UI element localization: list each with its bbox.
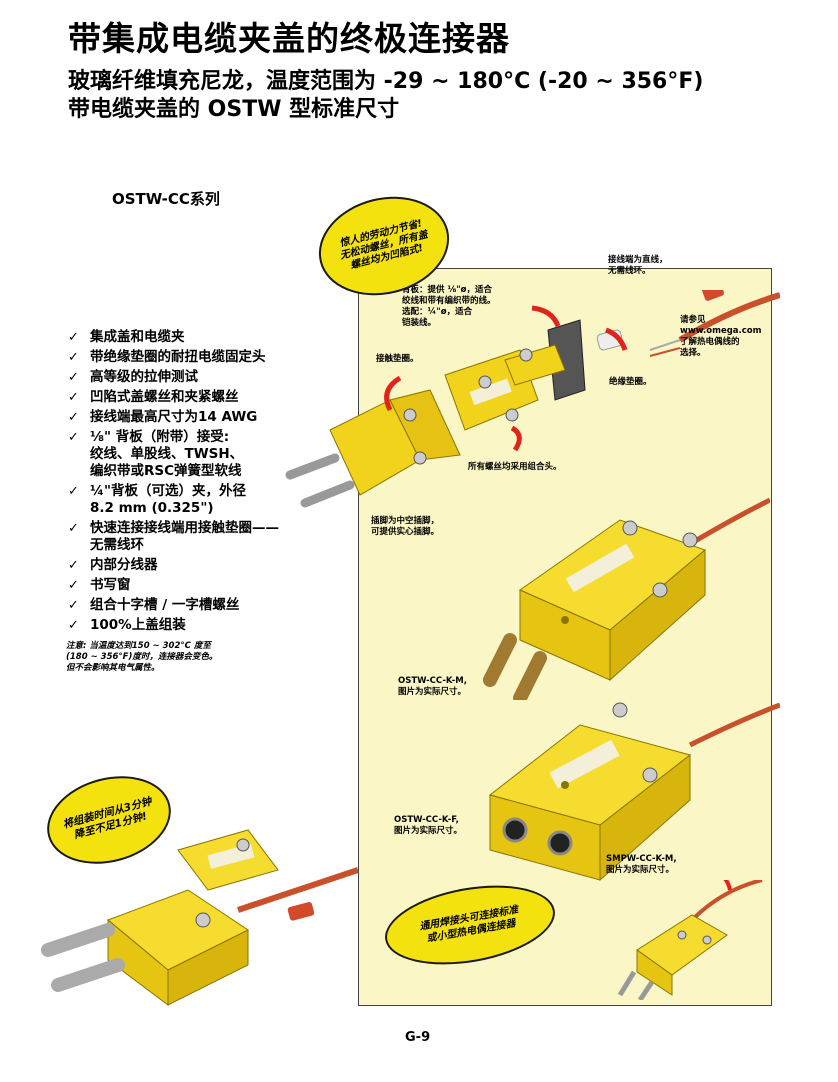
feature-item: ✓ ¼"背板（可选）夹，外径 8.2 mm (0.325") (68, 483, 338, 517)
feature-item: ✓ 凹陷式盖螺丝和夹紧螺丝 (68, 389, 338, 406)
temperature-note: 注意: 当温度达到150 ~ 302°C 度至 (180 ~ 356°F)度时，… (66, 641, 218, 673)
feature-text: 内部分线器 (90, 557, 158, 573)
callout-see-omega: 请参见 www.omega.com 了解热电偶线的 选择。 (680, 315, 762, 358)
subtitle-line-1: 玻璃纤维填充尼龙，温度范围为 -29 ~ 180°C (-20 ~ 356°F) (68, 69, 704, 94)
check-icon: ✓ (68, 578, 79, 593)
callout-backplate: 背板：提供 ⅛"ø，适合 绞线和带有编织带的线。 选配：¼"ø，适合 铠装线。 (402, 285, 496, 328)
feature-text: ¼"背板（可选）夹，外径 8.2 mm (0.325") (90, 483, 247, 516)
feature-item: ✓ 带绝缘垫圈的耐扭电缆固定头 (68, 349, 338, 366)
check-icon: ✓ (68, 598, 79, 613)
feature-item: ✓ 接线端最高尺寸为14 AWG (68, 409, 338, 426)
page-number: G-9 (405, 1030, 431, 1045)
callout-hollow-pins: 插脚为中空插脚， 可提供实心插脚。 (371, 516, 440, 537)
check-icon: ✓ (68, 410, 79, 425)
caption-female: OSTW-CC-K-F, 图片为实际尺寸。 (394, 815, 463, 836)
subtitle-line-2: 带电缆夹盖的 OSTW 型标准尺寸 (68, 97, 400, 122)
caption-male: OSTW-CC-K-M, 图片为实际尺寸。 (398, 676, 467, 697)
feature-text: 快速连接接线端用接触垫圈—— 无需线环 (90, 520, 279, 553)
feature-item: ✓ 书写窗 (68, 577, 338, 594)
check-icon: ✓ (68, 330, 79, 345)
feature-item: ✓ 快速连接接线端用接触垫圈—— 无需线环 (68, 520, 338, 554)
feature-text: 组合十字槽 / 一字槽螺丝 (90, 597, 240, 613)
feature-item: ✓ ⅛" 背板（附带）接受: 绞线、单股线、TWSH、 编织带或RSC弹簧型软线 (68, 429, 338, 480)
feature-text: 凹陷式盖螺丝和夹紧螺丝 (90, 389, 239, 405)
assembly-illustration (41, 829, 358, 1006)
callout-insulating-washer: 绝缘垫圈。 (609, 377, 652, 387)
feature-item: ✓ 100%上盖组装 (68, 617, 338, 634)
feature-text: 带绝缘垫圈的耐扭电缆固定头 (90, 349, 266, 365)
feature-text: 100%上盖组装 (90, 617, 186, 633)
feature-text: 集成盖和电缆夹 (90, 329, 185, 345)
check-icon: ✓ (68, 350, 79, 365)
feature-text: 书写窗 (90, 577, 131, 593)
caption-mini: SMPW-CC-K-M, 图片为实际尺寸。 (606, 854, 677, 875)
feature-text: 高等级的拉伸测试 (90, 369, 198, 385)
ostw-male-connector-illustration (483, 497, 770, 700)
check-icon: ✓ (68, 558, 79, 573)
feature-text: 接线端最高尺寸为14 AWG (90, 409, 258, 425)
callout-wire-end: 接线端为直线， 无需线环。 (608, 255, 668, 276)
feature-item: ✓ 集成盖和电缆夹 (68, 329, 338, 346)
callout-contact-washer: 接触垫圈。 (376, 354, 419, 364)
callout-combo-screws: 所有螺丝均采用组合头。 (468, 462, 562, 472)
page-title: 带集成电缆夹盖的终极连接器 (68, 19, 510, 58)
check-icon: ✓ (68, 370, 79, 385)
feature-item: ✓ 组合十字槽 / 一字槽螺丝 (68, 597, 338, 614)
series-label: OSTW-CC系列 (112, 190, 220, 208)
exploded-connector-illustration (285, 290, 780, 508)
feature-text: ⅛" 背板（附带）接受: 绞线、单股线、TWSH、 编织带或RSC弹簧型软线 (90, 429, 244, 479)
check-icon: ✓ (68, 390, 79, 405)
check-icon: ✓ (68, 618, 79, 633)
feature-list: ✓ 集成盖和电缆夹 ✓ 带绝缘垫圈的耐扭电缆固定头 ✓ 高等级的拉伸测试 ✓ 凹陷式盖螺… (68, 329, 338, 637)
smpw-mini-connector-illustration (617, 880, 763, 1000)
feature-item: ✓ 内部分线器 (68, 557, 338, 574)
check-icon: ✓ (68, 430, 79, 445)
feature-item: ✓ 高等级的拉伸测试 (68, 369, 338, 386)
ostw-female-connector-illustration (488, 702, 780, 882)
check-icon: ✓ (68, 521, 79, 536)
check-icon: ✓ (68, 484, 79, 499)
